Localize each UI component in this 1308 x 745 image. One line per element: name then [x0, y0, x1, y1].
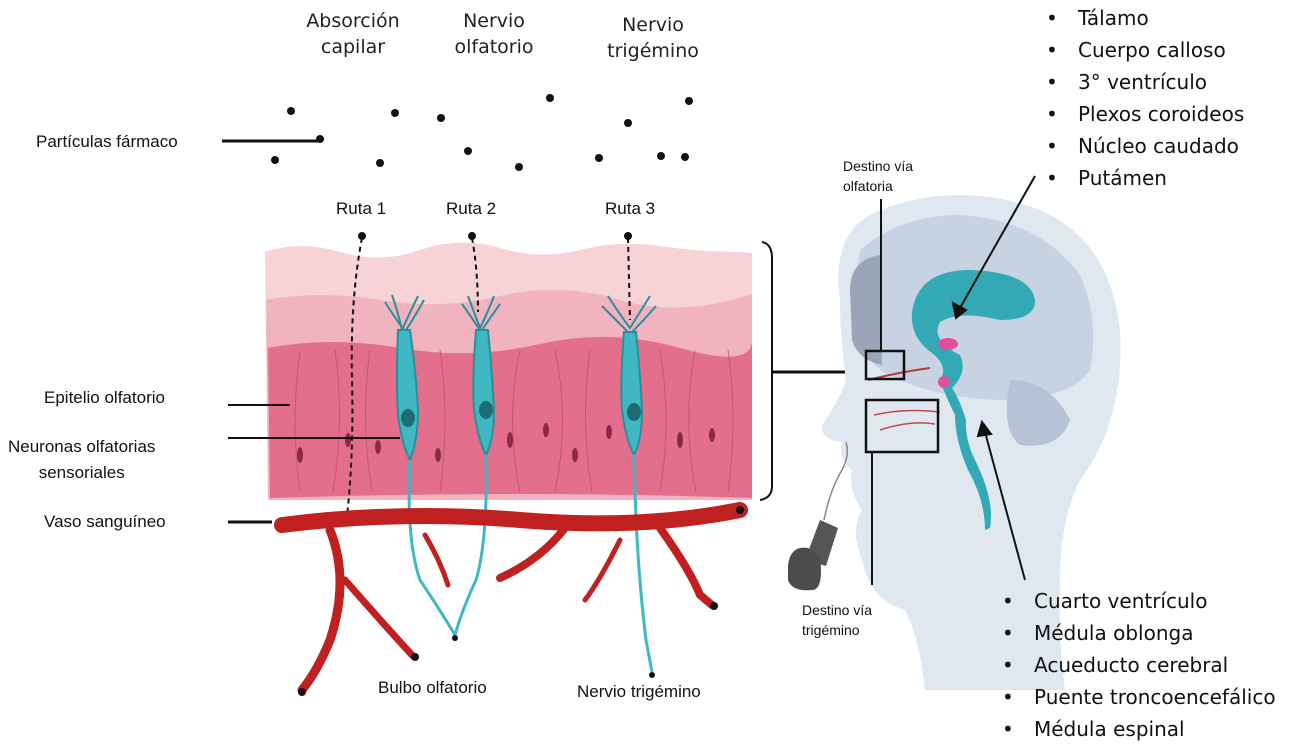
route-3-label: Ruta 3 — [605, 199, 655, 219]
blood-vessel — [282, 510, 740, 690]
label-particulas-farmaco: Partículas fármaco — [36, 132, 178, 152]
label-absorcion-capilar: Absorción capilar — [303, 8, 403, 60]
label-destino-via-trigemino: Destino vía trigémino — [802, 600, 872, 640]
route-2-label: Ruta 2 — [446, 199, 496, 219]
list-item: Plexos coroideos — [1042, 98, 1244, 130]
label-neuronas-olfatorias: Neuronas olfatorias sensoriales — [8, 434, 155, 486]
label-nervio-trigemino-bottom: Nervio trigémino — [577, 682, 701, 702]
list-item: Cuarto ventrículo — [998, 585, 1276, 617]
list-item: Puente troncoencefálico — [998, 681, 1276, 713]
list-item: Putámen — [1042, 162, 1244, 194]
label-destino-via-olfatoria: Destino vía olfatoria — [843, 156, 913, 196]
list-item: Médula oblonga — [998, 617, 1276, 649]
label-epitelio-olfatorio: Epitelio olfatorio — [44, 388, 165, 408]
list-item: Cuerpo calloso — [1042, 34, 1244, 66]
route-1-label: Ruta 1 — [336, 199, 386, 219]
list-item: Tálamo — [1042, 2, 1244, 34]
olfactory-epithelium — [265, 242, 752, 500]
label-bulbo-olfatorio: Bulbo olfatorio — [378, 678, 487, 698]
olfactory-targets-list: Tálamo Cuerpo calloso 3° ventrículo Plex… — [1042, 2, 1244, 194]
list-item: Médula espinal — [998, 713, 1276, 745]
list-item: Núcleo caudado — [1042, 130, 1244, 162]
label-vaso-sanguineo: Vaso sanguíneo — [44, 512, 166, 532]
region-bracket — [760, 242, 772, 500]
label-nervio-olfatorio: Nervio olfatorio — [444, 8, 544, 60]
list-item: 3° ventrículo — [1042, 66, 1244, 98]
drug-particles — [271, 94, 693, 171]
list-item: Acueducto cerebral — [998, 649, 1276, 681]
label-nervio-trigemino: Nervio trigémino — [593, 12, 713, 64]
trigeminal-targets-list: Cuarto ventrículo Médula oblonga Acueduc… — [998, 585, 1276, 745]
